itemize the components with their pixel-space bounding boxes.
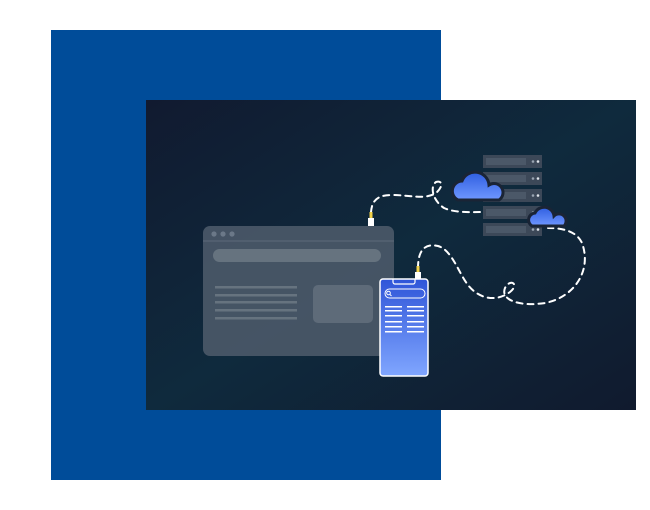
- list-line: [385, 310, 402, 312]
- connector-plug-icon: [368, 212, 374, 226]
- list-line: [385, 331, 402, 333]
- list-line: [407, 306, 424, 308]
- list-line: [385, 326, 402, 328]
- image-placeholder: [313, 285, 373, 323]
- window-dot: [220, 231, 226, 237]
- search-icon: [386, 290, 392, 297]
- server-unit: [483, 172, 542, 185]
- address-bar: [213, 249, 381, 262]
- browser-window: [203, 226, 394, 356]
- phone-list: [385, 306, 424, 333]
- server-unit: [483, 155, 542, 168]
- phone-to-cloud-line: [417, 227, 586, 306]
- list-line: [385, 315, 402, 317]
- list-line: [385, 306, 402, 308]
- list-line: [407, 331, 424, 333]
- server-rack: [483, 155, 542, 236]
- window-dot: [211, 231, 217, 237]
- window-dot: [229, 231, 235, 237]
- phone-search-bar: [384, 288, 426, 299]
- list-line: [407, 310, 424, 312]
- text-lines: [215, 286, 297, 320]
- list-line: [385, 321, 402, 323]
- list-line: [407, 326, 424, 328]
- server-unit: [483, 223, 542, 236]
- list-line: [407, 321, 424, 323]
- phone-device: [379, 266, 429, 377]
- browser-to-cloud-line: [370, 180, 484, 214]
- list-line: [407, 315, 424, 317]
- cloud-icon: [450, 170, 505, 202]
- cloud-icon: [527, 205, 568, 228]
- connection-lines: [370, 180, 586, 306]
